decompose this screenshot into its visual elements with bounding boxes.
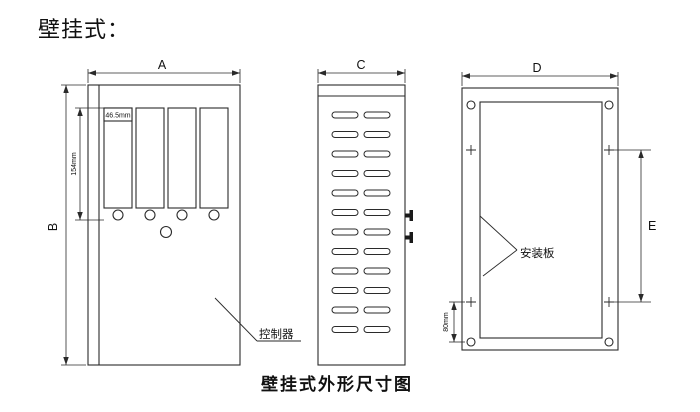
dim-b [61,84,86,366]
mounting-hole [604,100,614,110]
dim-e-label: E [648,219,656,233]
mounting-plate [479,101,603,339]
thumbscrew-stem [405,213,410,218]
front-view [87,84,241,366]
vent-slot [363,111,391,119]
vent-slot [363,247,391,256]
thumbscrew-head [409,232,413,243]
vent-slot [331,247,359,256]
side-view [317,84,413,366]
mounting-hole [604,337,614,347]
vent-slot [363,130,391,139]
vent-slot [331,150,359,158]
screw-cross-marks [466,145,614,307]
vent-slot [363,286,391,295]
mounting-plate-label: 安装板 [520,246,555,260]
mounting-hole [466,100,476,110]
module-slot [135,107,165,209]
leader-line [479,215,518,251]
dim-c-label: C [356,58,365,72]
front-outline [87,84,241,366]
thumbscrew-stem [405,235,410,240]
controller-label: 控制器 [259,327,294,341]
mounting-plate-leader [479,215,518,277]
dim-c [317,69,406,83]
vent-slot [331,111,359,119]
vent-slot [331,189,359,197]
thumbscrew-head [409,210,413,221]
vent-slot [331,286,359,295]
vent-slot [331,130,359,139]
dim-e [614,149,651,303]
slot-width-box [103,107,133,122]
slot-height-label: 154mm [71,152,78,176]
thumbscrews [405,210,413,243]
back-outline [461,87,619,351]
mounting-holes [466,100,614,347]
slot-hole [144,209,156,221]
side-outline [317,84,406,366]
page-title: 壁挂式： [38,17,130,42]
vent-slot [331,228,359,236]
vent-slot [363,169,391,178]
drawing-caption: 壁挂式外形尺寸图 [261,374,413,394]
center-hole [159,225,173,239]
dim-80mm [449,301,465,343]
dim-a [87,69,241,83]
slot-hole [176,209,188,221]
vent-slot [363,208,391,217]
slot-holes [112,209,220,221]
vent-slot [331,169,359,178]
leader-line [482,249,518,277]
vent-slot [331,306,359,314]
vent-slot [363,189,391,197]
vent-slot [331,325,359,334]
front-slots [103,107,229,209]
dim-b-label: B [46,223,60,231]
vent-slot [363,325,391,334]
mounting-hole [466,337,476,347]
slot-hole [208,209,220,221]
dim-80mm-label: 80mm [443,312,450,332]
vent-slot [363,228,391,236]
dim-a-label: A [158,58,167,72]
back-view [461,87,619,351]
module-slot [103,107,133,209]
vent-slot [363,306,391,314]
vent-slot [363,150,391,158]
dim-d-label: D [532,61,541,75]
controller-leader [214,297,301,342]
slot-hole [112,209,124,221]
module-slot [167,107,197,209]
dim-slot-height [75,107,104,221]
dim-d [461,72,619,86]
slot-width-label: 46.5mm [105,113,130,120]
vent-slot [363,267,391,275]
vent-slot [331,208,359,217]
module-slot [199,107,229,209]
vent-slot [331,267,359,275]
leader-line [214,297,258,342]
vent-slots [331,111,391,334]
